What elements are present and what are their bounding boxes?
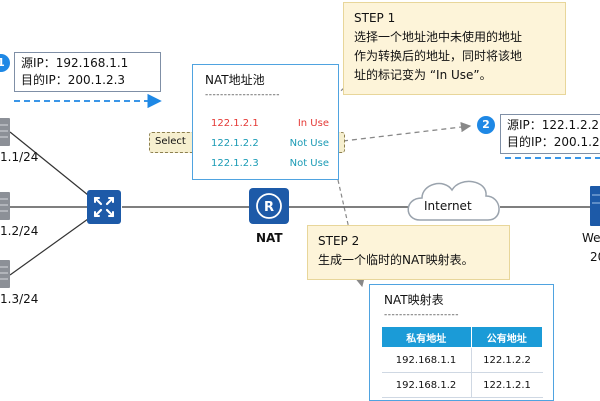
pool-status: Not Use (289, 138, 329, 149)
mapping-title: NAT映射表 (384, 293, 444, 307)
web-server-sublabel: 20 (590, 250, 600, 264)
mapping-grid: 私有地址 公有地址 192.168.1.1 122.1.2.2 192.168.… (381, 326, 544, 398)
pool-row: 122.1.2.1 In Use (211, 118, 329, 129)
step2-callout: STEP 2 生成一个临时的NAT映射表。 (307, 225, 510, 280)
pool-ip: 122.1.2.1 (211, 118, 259, 129)
nat-address-pool: NAT地址池 -------------------- 122.1.2.1 In… (192, 64, 339, 180)
pool-divider: -------------------- (205, 90, 280, 100)
host2-label: 1.2/24 (0, 224, 39, 238)
select-label: Select (155, 136, 186, 147)
pool-status: In Use (297, 118, 329, 129)
host3-icon (0, 260, 10, 288)
packet2-header: 源IP：122.1.2.2 目的IP：200.1.2. (500, 114, 600, 154)
mapping-header-row: 私有地址 公有地址 (381, 326, 544, 348)
host1-icon (0, 118, 10, 146)
packet1-badge: 1 (0, 54, 10, 72)
host2-icon (0, 192, 10, 220)
step1-text: 址的标记变为 “In Use”。 (354, 68, 492, 82)
host3-label: 1.3/24 (0, 292, 39, 306)
pool-row: 122.1.2.2 Not Use (211, 138, 329, 149)
table-row: 192.168.1.1 122.1.2.2 (381, 347, 543, 373)
nat-label: NAT (256, 231, 283, 245)
packet1-header: 源IP：192.168.1.1 目的IP：200.1.2.3 (14, 52, 161, 92)
step1-callout: STEP 1 选择一个地址池中未使用的地址 作为转换后的地址，同时将该地 址的标… (343, 2, 566, 95)
packet2-dst: 目的IP：200.1.2. (507, 135, 600, 149)
mapping-public-ip: 122.1.2.1 (471, 372, 543, 398)
mapping-private-ip: 192.168.1.1 (381, 347, 472, 373)
packet2-badge: 2 (477, 116, 495, 134)
packet1-src: 源IP：192.168.1.1 (21, 56, 129, 70)
host1-label: 1.1/24 (0, 150, 39, 164)
switch-icon (87, 190, 121, 224)
packet1-dst: 目的IP：200.1.2.3 (21, 73, 126, 87)
packet2-src: 源IP：122.1.2.2 (507, 118, 600, 132)
nat-mapping-table: NAT映射表 -------------------- 私有地址 公有地址 19… (369, 284, 554, 401)
web-server-icon (590, 186, 600, 226)
web-server-label: We (582, 231, 600, 245)
mapping-divider: -------------------- (384, 310, 459, 320)
pool-title: NAT地址池 (205, 73, 265, 87)
pool-ip: 122.1.2.2 (211, 138, 259, 149)
link-host1-switch (9, 131, 89, 196)
step2-title: STEP 2 (318, 234, 360, 248)
link-host3-switch (9, 218, 89, 276)
mapping-header-public: 公有地址 (470, 326, 544, 348)
select-arrow (342, 121, 472, 142)
svg-text:R: R (264, 200, 274, 215)
pool-row: 122.1.2.3 Not Use (211, 158, 329, 169)
nat-router-icon: R (249, 188, 289, 224)
mapping-public-ip: 122.1.2.2 (471, 347, 543, 373)
mapping-private-ip: 192.168.1.2 (381, 372, 472, 398)
pool-ip: 122.1.2.3 (211, 158, 259, 169)
step2-text: 生成一个临时的NAT映射表。 (318, 253, 474, 267)
internet-cloud-icon (407, 180, 500, 221)
table-row: 192.168.1.2 122.1.2.1 (381, 372, 543, 398)
step1-text: 选择一个地址池中未使用的地址 (354, 30, 523, 44)
pool-status: Not Use (289, 158, 329, 169)
mapping-header-private: 私有地址 (381, 326, 472, 348)
step1-text: 作为转换后的地址，同时将该地 (354, 49, 523, 63)
step1-title: STEP 1 (354, 11, 396, 25)
internet-label: Internet (424, 199, 472, 213)
